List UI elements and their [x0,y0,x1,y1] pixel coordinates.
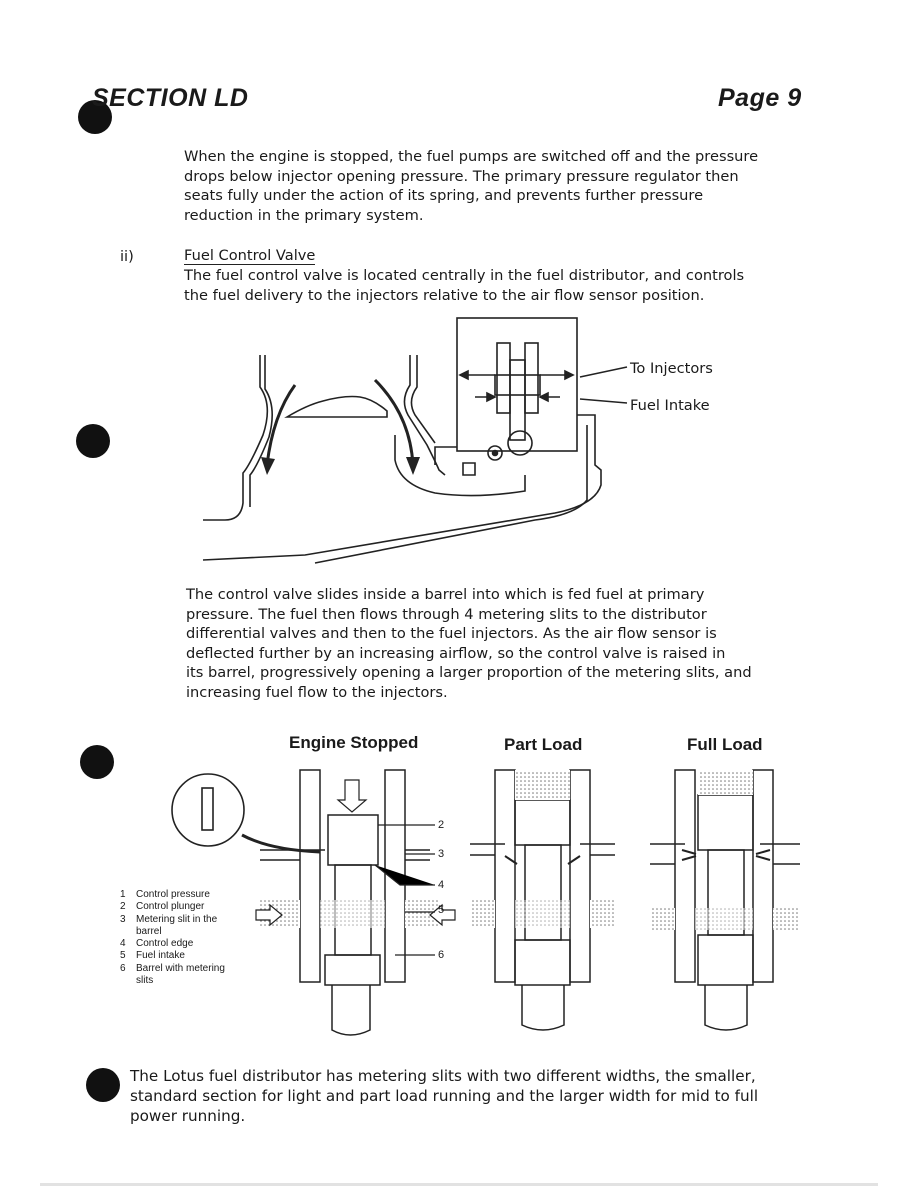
intro-paragraph: When the engine is stopped, the fuel pum… [184,148,759,224]
callout-4: 4 [438,879,445,891]
binder-hole-2 [76,424,110,458]
page-number: Page 9 [718,84,802,112]
subsection-number: ii) [120,248,134,265]
subsection-text: The fuel control valve is located centra… [184,267,745,304]
control-valve-paragraph: The control valve slides inside a barrel… [186,586,752,701]
fuel-distributor-diagram [202,317,628,564]
page-bottom-edge [40,1183,878,1186]
callout-6: 6 [438,949,445,961]
control-valve-states-diagram [171,769,800,1036]
section-heading: SECTION LD [92,84,249,112]
label-fuel-intake: Fuel Intake [630,397,710,414]
binder-hole-4 [86,1068,120,1102]
title-engine-stopped: Engine Stopped [289,733,419,752]
legend-item: barrel [136,925,162,937]
closing-paragraph: The Lotus fuel distributor has metering … [130,1067,759,1125]
callout-3: 3 [438,848,445,860]
title-full-load: Full Load [687,735,763,754]
binder-hole-1 [78,100,112,134]
binder-hole-3 [80,745,114,779]
title-part-load: Part Load [504,735,583,754]
subsection-title: Fuel Control Valve [184,247,316,265]
callout-2: 2 [438,819,445,831]
callout-5: 5 [438,904,445,916]
legend-item: slits [136,975,154,987]
label-to-injectors: To Injectors [630,360,713,377]
